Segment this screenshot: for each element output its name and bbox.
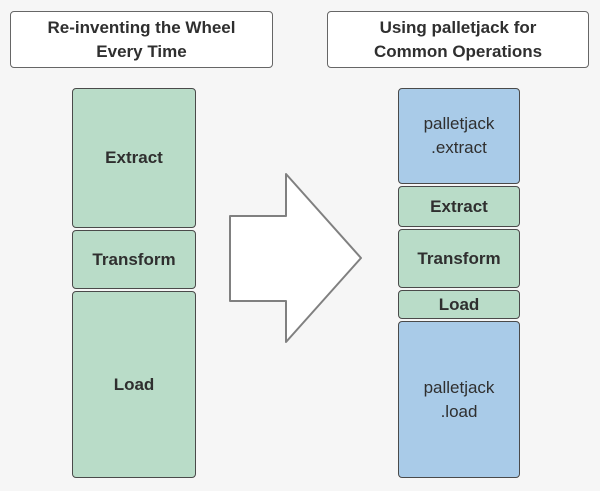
left-block-load-label: Load <box>113 374 155 394</box>
left-block-load: Load <box>72 291 196 478</box>
right-block-load: Load <box>398 290 520 319</box>
left-block-extract-label: Extract <box>105 148 163 168</box>
right-block-load-label: Load <box>438 294 480 314</box>
right-block-transform: Transform <box>398 229 520 288</box>
right-block-palletjack-extract: palletjack .extract <box>398 88 520 184</box>
right-title-box: Using palletjack for Common Operations <box>327 11 589 68</box>
right-block-extract-label: Extract <box>430 196 488 216</box>
left-block-transform: Transform <box>72 230 196 289</box>
left-block-extract: Extract <box>72 88 196 228</box>
right-block-transform-label: Transform <box>417 248 501 268</box>
right-block-palletjack-load: palletjack .load <box>398 321 520 478</box>
left-title-box: Re-inventing the Wheel Every Time <box>10 11 273 68</box>
right-title-text: Using palletjack for Common Operations <box>373 17 543 61</box>
right-block-palletjack-extract-label: palletjack .extract <box>423 114 495 157</box>
left-title-text: Re-inventing the Wheel Every Time <box>47 17 236 61</box>
right-block-extract: Extract <box>398 186 520 227</box>
right-block-palletjack-load-label: palletjack .load <box>423 377 495 421</box>
left-block-transform-label: Transform <box>92 249 176 269</box>
